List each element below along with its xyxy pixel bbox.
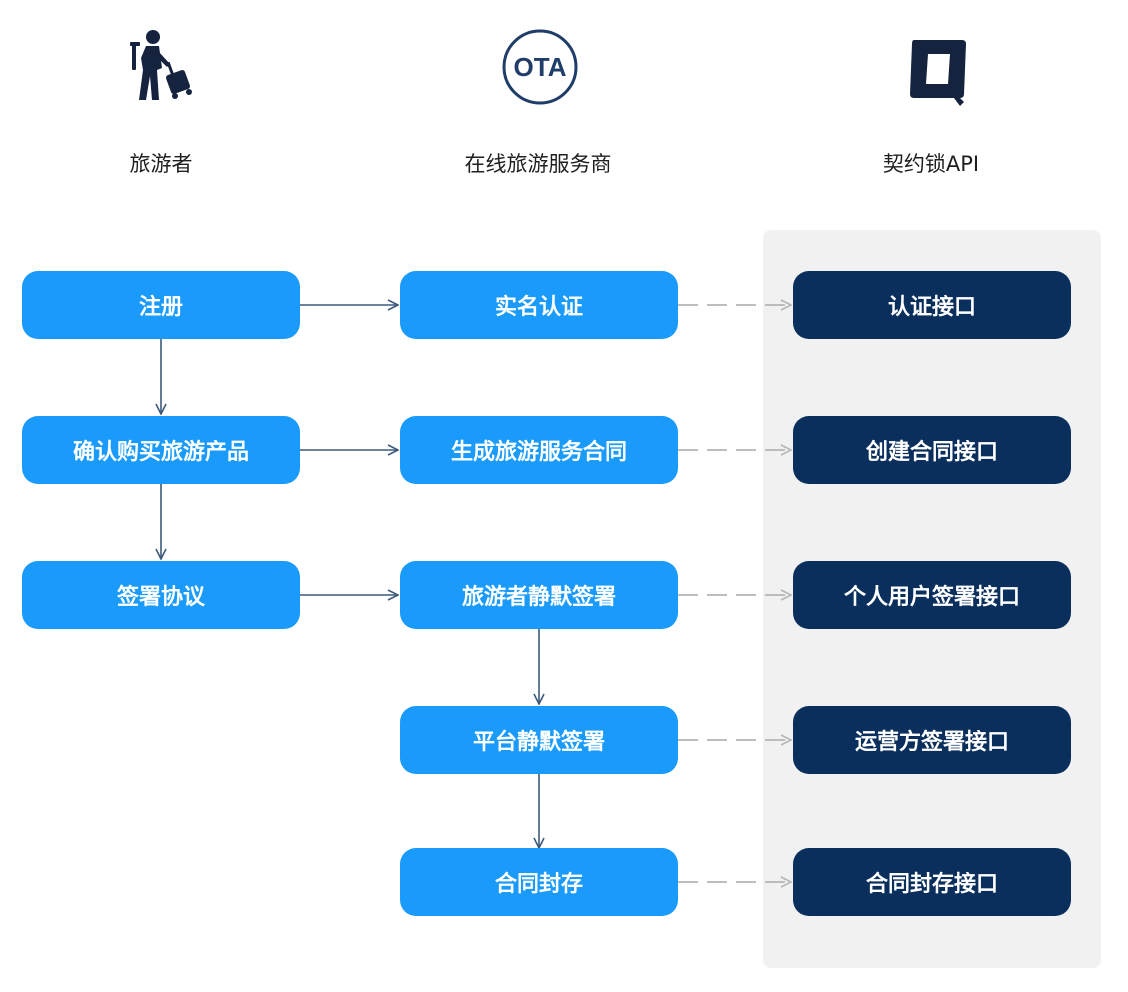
ota-logo-icon: OTA bbox=[502, 29, 578, 105]
node-api-verification: 认证接口 bbox=[793, 271, 1071, 339]
node-api-create-contract: 创建合同接口 bbox=[793, 416, 1071, 484]
node-api-personal-sign: 个人用户签署接口 bbox=[793, 561, 1071, 629]
node-contract-archive: 合同封存 bbox=[400, 848, 678, 916]
column-label-traveler: 旅游者 bbox=[129, 152, 193, 176]
column-label-api: 契约锁API bbox=[882, 152, 980, 176]
node-api-operator-sign: 运营方签署接口 bbox=[793, 706, 1071, 774]
node-platform-silent-sign: 平台静默签署 bbox=[400, 706, 678, 774]
node-real-name-verification: 实名认证 bbox=[400, 271, 678, 339]
node-generate-contract: 生成旅游服务合同 bbox=[400, 416, 678, 484]
column-label-ota: 在线旅游服务商 bbox=[464, 152, 612, 176]
node-register: 注册 bbox=[22, 271, 300, 339]
node-confirm-purchase: 确认购买旅游产品 bbox=[22, 416, 300, 484]
node-api-contract-archive: 合同封存接口 bbox=[793, 848, 1071, 916]
ota-logo-text: OTA bbox=[514, 52, 567, 82]
node-sign-agreement: 签署协议 bbox=[22, 561, 300, 629]
traveler-icon bbox=[130, 30, 192, 100]
node-traveler-silent-sign: 旅游者静默签署 bbox=[400, 561, 678, 629]
qiyuesuo-logo-icon bbox=[910, 40, 966, 106]
